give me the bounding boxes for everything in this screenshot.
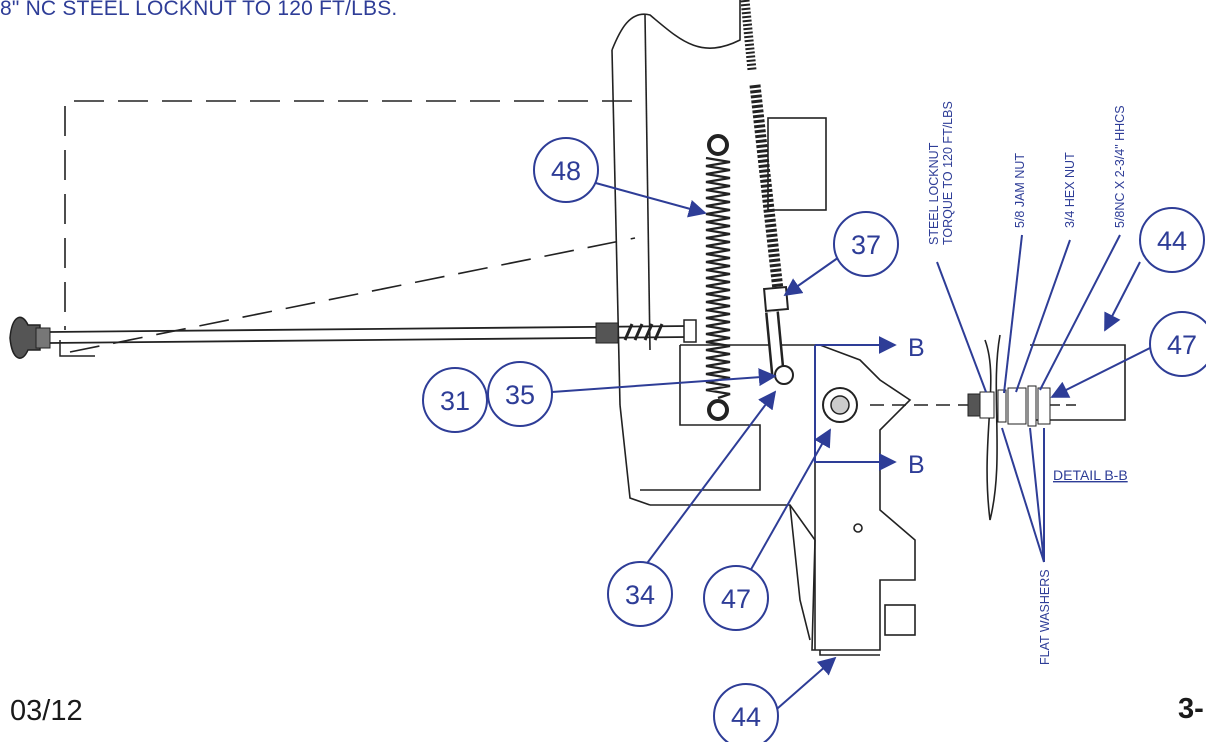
label-hex-nut: 3/4 HEX NUT: [1063, 152, 1077, 228]
label-flat-washers: FLAT WASHERS: [1038, 569, 1052, 665]
section-mark-upper: B: [908, 334, 925, 362]
callout-44-bottom-label: 44: [731, 702, 761, 732]
callout-47-main: 47: [703, 565, 769, 631]
callout-35-label: 35: [505, 380, 535, 410]
callout-37: 37: [833, 211, 899, 277]
label-jam-nut: 5/8 JAM NUT: [1013, 153, 1027, 228]
callout-37-label: 37: [851, 230, 881, 260]
top-note: 8" NC STEEL LOCKNUT TO 120 FT/LBS.: [0, 0, 398, 20]
pivot-bolt: [822, 387, 970, 423]
control-cable: [740, 0, 794, 385]
control-rod: [9, 316, 697, 359]
callout-44-bottom: 44: [713, 683, 779, 742]
section-mark-lower: B: [908, 451, 925, 479]
callout-48: 48: [533, 137, 599, 203]
leader-lines: [551, 181, 1151, 716]
footer-date: 03/12: [10, 695, 83, 727]
callout-48-label: 48: [551, 156, 581, 186]
frame-housing: [611, 0, 916, 656]
callout-47-detail-label: 47: [1167, 330, 1197, 360]
callout-31-label: 31: [440, 386, 470, 416]
callout-47-main-label: 47: [721, 584, 751, 614]
callout-31: 31: [422, 367, 488, 433]
callout-34-label: 34: [625, 580, 655, 610]
extension-spring: [705, 134, 731, 421]
label-locknut-line2: TORQUE TO 120 FT/LBS: [941, 101, 955, 245]
section-line-b-b: [814, 336, 897, 471]
detail-b-b-assembly: [967, 334, 1126, 521]
callout-35: 35: [487, 361, 553, 427]
callout-34: 34: [607, 561, 673, 627]
dashed-frame-outline: [64, 100, 636, 353]
detail-title: DETAIL B-B: [1053, 467, 1128, 483]
callout-47-detail: 47: [1149, 311, 1206, 377]
callout-44-detail: 44: [1139, 207, 1205, 273]
label-hhcs: 5/8NC X 2-3/4" HHCS: [1113, 105, 1127, 228]
label-locknut-line1: STEEL LOCKNUT: [927, 142, 941, 245]
callout-44-detail-label: 44: [1157, 226, 1187, 256]
footer-page-number: 3-: [1178, 693, 1204, 725]
